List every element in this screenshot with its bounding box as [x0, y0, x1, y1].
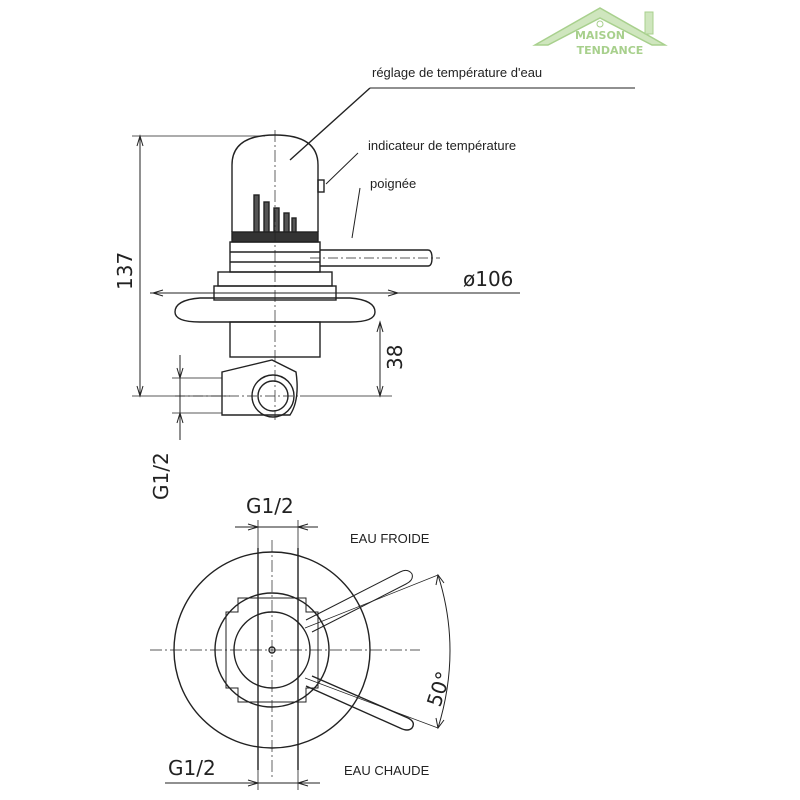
dim-106-arrow-right — [387, 289, 400, 297]
dim-38-arrow-bot — [376, 385, 384, 398]
house-roof-icon — [532, 7, 668, 46]
dim-angle-text: 50° — [422, 668, 456, 709]
dim-g12-side-arrow-bot — [176, 411, 184, 424]
dim-137-text: 137 — [113, 252, 137, 290]
dim-137-arrow-top — [136, 134, 144, 147]
dim-38-arrow-top — [376, 320, 384, 333]
handle-cold-axis — [304, 574, 439, 629]
scale-bar-2 — [263, 201, 270, 236]
logo-line1: MAISON — [575, 29, 625, 42]
label-cold-water: EAU FROIDE — [350, 531, 430, 546]
dim-106-text: ø106 — [463, 267, 513, 291]
dim-38-text: 38 — [383, 345, 407, 370]
front-view — [150, 520, 451, 790]
label-temp-indicator: indicateur de température — [368, 138, 516, 153]
logo-dot-icon — [596, 20, 604, 28]
handle-hot-axis — [304, 677, 439, 729]
dim-106-arrow-left — [151, 289, 164, 297]
inner-body-square — [225, 597, 319, 703]
dim-g12-top-text: G1/2 — [246, 494, 294, 518]
label-hot-water: EAU CHAUDE — [344, 763, 430, 778]
leader-handle — [351, 187, 361, 239]
label-temp-setting: réglage de température d'eau — [372, 65, 542, 80]
house-chimney-icon — [644, 11, 654, 35]
dim-g12-top-arrow-l — [247, 523, 260, 531]
indicator-knob — [317, 179, 325, 193]
handle-cold — [305, 569, 413, 633]
angle-arc — [437, 574, 451, 729]
angle-arrow-top — [435, 573, 445, 586]
dim-g12-bot-text: G1/2 — [168, 756, 216, 780]
dim-137-arrow-bot — [136, 385, 144, 398]
wall-flange — [174, 297, 376, 323]
leader-temp-indicator — [325, 152, 359, 185]
angle-arrow-bot — [435, 717, 445, 730]
label-handle: poignée — [370, 176, 416, 191]
dim-g12-bot-arrow-r — [296, 779, 309, 787]
leader-temp-setting — [289, 87, 371, 161]
pipe-connector — [221, 359, 298, 416]
scale-bar-1 — [253, 194, 260, 236]
brand-logo: MAISON TENDANCE — [532, 7, 668, 57]
dim-g12-side-text: G1/2 — [149, 452, 173, 500]
handle-hot — [305, 675, 415, 731]
logo-line2: TENDANCE — [577, 44, 644, 57]
dim-g12-side-arrow-top — [176, 367, 184, 380]
dim-g12-bot-arrow-l — [247, 779, 260, 787]
dim-g12-top-arrow-r — [296, 523, 309, 531]
side-view — [132, 87, 635, 440]
